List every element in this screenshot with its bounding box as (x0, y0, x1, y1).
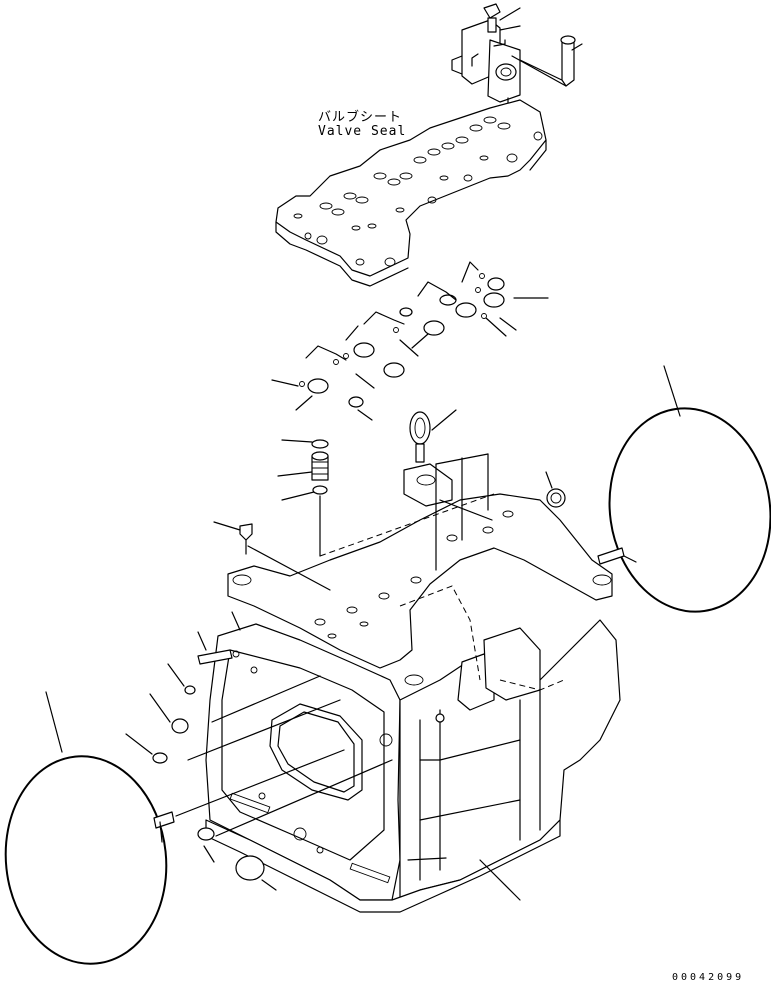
housing-bolt-top-left (213, 521, 331, 591)
valve-seal-label-jp: バルブシート (318, 110, 403, 125)
valve-seat-plate (275, 99, 547, 287)
solenoid-valve-assembly (451, 3, 583, 113)
large-oring-right (608, 365, 771, 613)
leader-lines (407, 453, 521, 901)
plug-stack (277, 439, 329, 557)
left-side-pins-and-plugs (125, 611, 393, 891)
valve-seal-label-en: Valve Seal (318, 124, 407, 139)
drawing-number: 00042099 (672, 972, 745, 983)
eye-bolt (409, 409, 457, 463)
drain-plug-right (545, 471, 566, 508)
gasket-and-oring-group (271, 261, 549, 421)
dowel-pin-right (597, 547, 637, 565)
transmission-housing (205, 463, 621, 913)
large-oring-left (4, 691, 168, 965)
